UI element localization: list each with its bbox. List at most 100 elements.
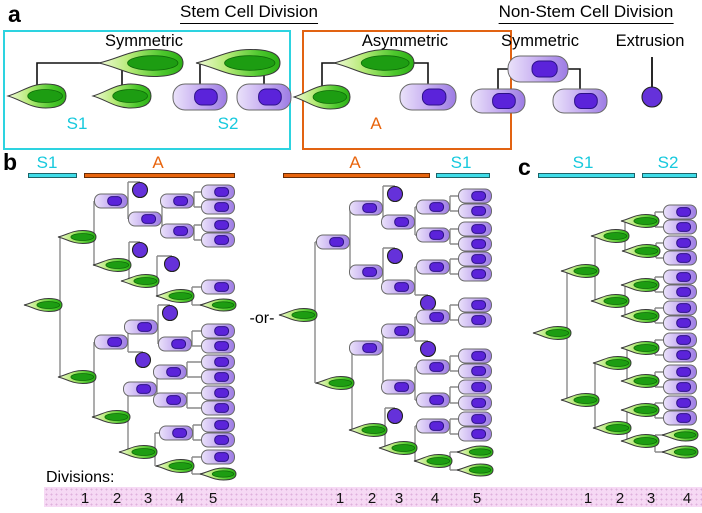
differentiated-cell-purple xyxy=(663,235,697,251)
division-number: 1 xyxy=(335,490,345,507)
differentiated-cell-purple xyxy=(201,369,235,385)
differentiated-cell-purple xyxy=(201,279,235,295)
differentiated-cell-purple xyxy=(416,392,450,408)
differentiated-cell-purple xyxy=(458,395,492,411)
division-type-label-s2: S2 xyxy=(657,153,679,172)
differentiated-cell-purple xyxy=(349,340,383,356)
division-type-bar-a xyxy=(84,173,235,178)
differentiated-cell-purple xyxy=(316,234,350,250)
extruded-cell-circle xyxy=(419,340,437,358)
division-number: 3 xyxy=(394,490,404,507)
differentiated-cell-purple xyxy=(663,250,697,266)
division-number: 5 xyxy=(208,490,218,507)
differentiated-cell-purple xyxy=(201,432,235,448)
s1-division-label: S1 xyxy=(66,114,88,133)
division-type-bar-s1 xyxy=(28,173,77,178)
differentiated-cell-purple xyxy=(663,332,697,348)
stem-cell-green xyxy=(23,297,63,313)
panel-b-letter: b xyxy=(3,149,18,175)
extruded-cell-circle xyxy=(161,304,179,322)
division-number: 3 xyxy=(646,490,656,507)
differentiated-cell-purple xyxy=(416,199,450,215)
stem-cell-green xyxy=(57,229,97,245)
stem-cell-green xyxy=(91,83,152,109)
division-type-label-a: A xyxy=(349,153,361,172)
differentiated-cell-purple xyxy=(381,279,415,295)
differentiated-cell-purple xyxy=(663,315,697,331)
stem-cell-green xyxy=(348,422,388,438)
differentiated-cell-purple xyxy=(663,204,697,220)
stem-cell-green xyxy=(661,428,699,442)
stem-cell-green xyxy=(155,458,195,474)
a-division-label: A xyxy=(370,114,382,133)
differentiated-cell-purple xyxy=(94,334,128,350)
differentiated-cell-purple xyxy=(172,83,228,111)
stem-cell-green xyxy=(315,375,355,391)
stem-cell-green xyxy=(620,402,660,418)
differentiated-cell-purple xyxy=(381,323,415,339)
differentiated-cell-purple xyxy=(458,203,492,219)
differentiated-cell-purple xyxy=(416,309,450,325)
divisions-band xyxy=(44,487,702,507)
differentiated-cell-purple xyxy=(160,223,194,239)
stem-cell-green xyxy=(278,307,318,323)
differentiated-cell-purple xyxy=(158,336,192,352)
stem-cell-green xyxy=(592,420,632,436)
nonstem-symmetric-label: Symmetric xyxy=(501,32,579,50)
differentiated-cell-purple xyxy=(458,297,492,313)
division-type-bar-s1 xyxy=(538,173,635,178)
division-number: 3 xyxy=(143,490,153,507)
division-number: 4 xyxy=(682,490,692,507)
s2-division-label: S2 xyxy=(217,114,239,133)
divisions-label: Divisions: xyxy=(46,469,115,486)
differentiated-cell-purple xyxy=(458,251,492,267)
differentiated-cell-purple xyxy=(381,214,415,230)
differentiated-cell-purple xyxy=(201,184,235,200)
asymmetric-label: Asymmetric xyxy=(361,32,449,50)
differentiated-cell-purple xyxy=(663,395,697,411)
stem-cell-green xyxy=(620,277,660,293)
differentiated-cell-purple xyxy=(153,392,187,408)
differentiated-cell-purple xyxy=(663,284,697,300)
stem-cell-green xyxy=(333,48,415,78)
differentiated-cell-purple xyxy=(458,266,492,282)
stem-cell-green xyxy=(560,392,600,408)
stem-cell-green xyxy=(592,355,632,371)
differentiated-cell-purple xyxy=(201,323,235,339)
division-number: 4 xyxy=(430,490,440,507)
differentiated-cell-purple xyxy=(201,449,235,465)
or-label: -or- xyxy=(249,310,275,327)
division-type-label-a: A xyxy=(152,153,164,172)
stem-cell-green xyxy=(590,228,630,244)
differentiated-cell-purple xyxy=(94,193,128,209)
stem-cell-green xyxy=(120,273,160,289)
division-number: 4 xyxy=(175,490,185,507)
division-type-bar-s1 xyxy=(436,173,490,178)
extruded-cell-circle xyxy=(386,247,404,265)
division-type-label-s1: S1 xyxy=(450,153,472,172)
differentiated-cell-purple xyxy=(201,199,235,215)
division-type-label-s1: S1 xyxy=(572,153,594,172)
division-type-label-s1: S1 xyxy=(36,153,58,172)
differentiated-cell-purple xyxy=(160,193,194,209)
differentiated-cell-purple xyxy=(236,83,292,111)
stem-cell-green xyxy=(590,293,630,309)
stem-cell-green xyxy=(199,467,237,481)
differentiated-cell-purple xyxy=(458,411,492,427)
differentiated-cell-purple xyxy=(124,319,158,335)
differentiated-cell-purple xyxy=(663,347,697,363)
stem-cell-green xyxy=(620,340,660,356)
division-number: 2 xyxy=(112,490,122,507)
extruded-cell-circle xyxy=(131,241,149,259)
non-stem-cell-division-title: Non-Stem Cell Division xyxy=(498,2,674,24)
differentiated-cell-purple xyxy=(663,410,697,426)
differentiated-cell-purple xyxy=(458,312,492,328)
extrusion-label: Extrusion xyxy=(615,32,685,50)
differentiated-cell-purple xyxy=(458,379,492,395)
stem-cell-green xyxy=(621,243,661,259)
differentiated-cell-purple xyxy=(416,418,450,434)
differentiated-cell-purple xyxy=(416,227,450,243)
division-number: 5 xyxy=(472,490,482,507)
differentiated-cell-purple xyxy=(201,338,235,354)
